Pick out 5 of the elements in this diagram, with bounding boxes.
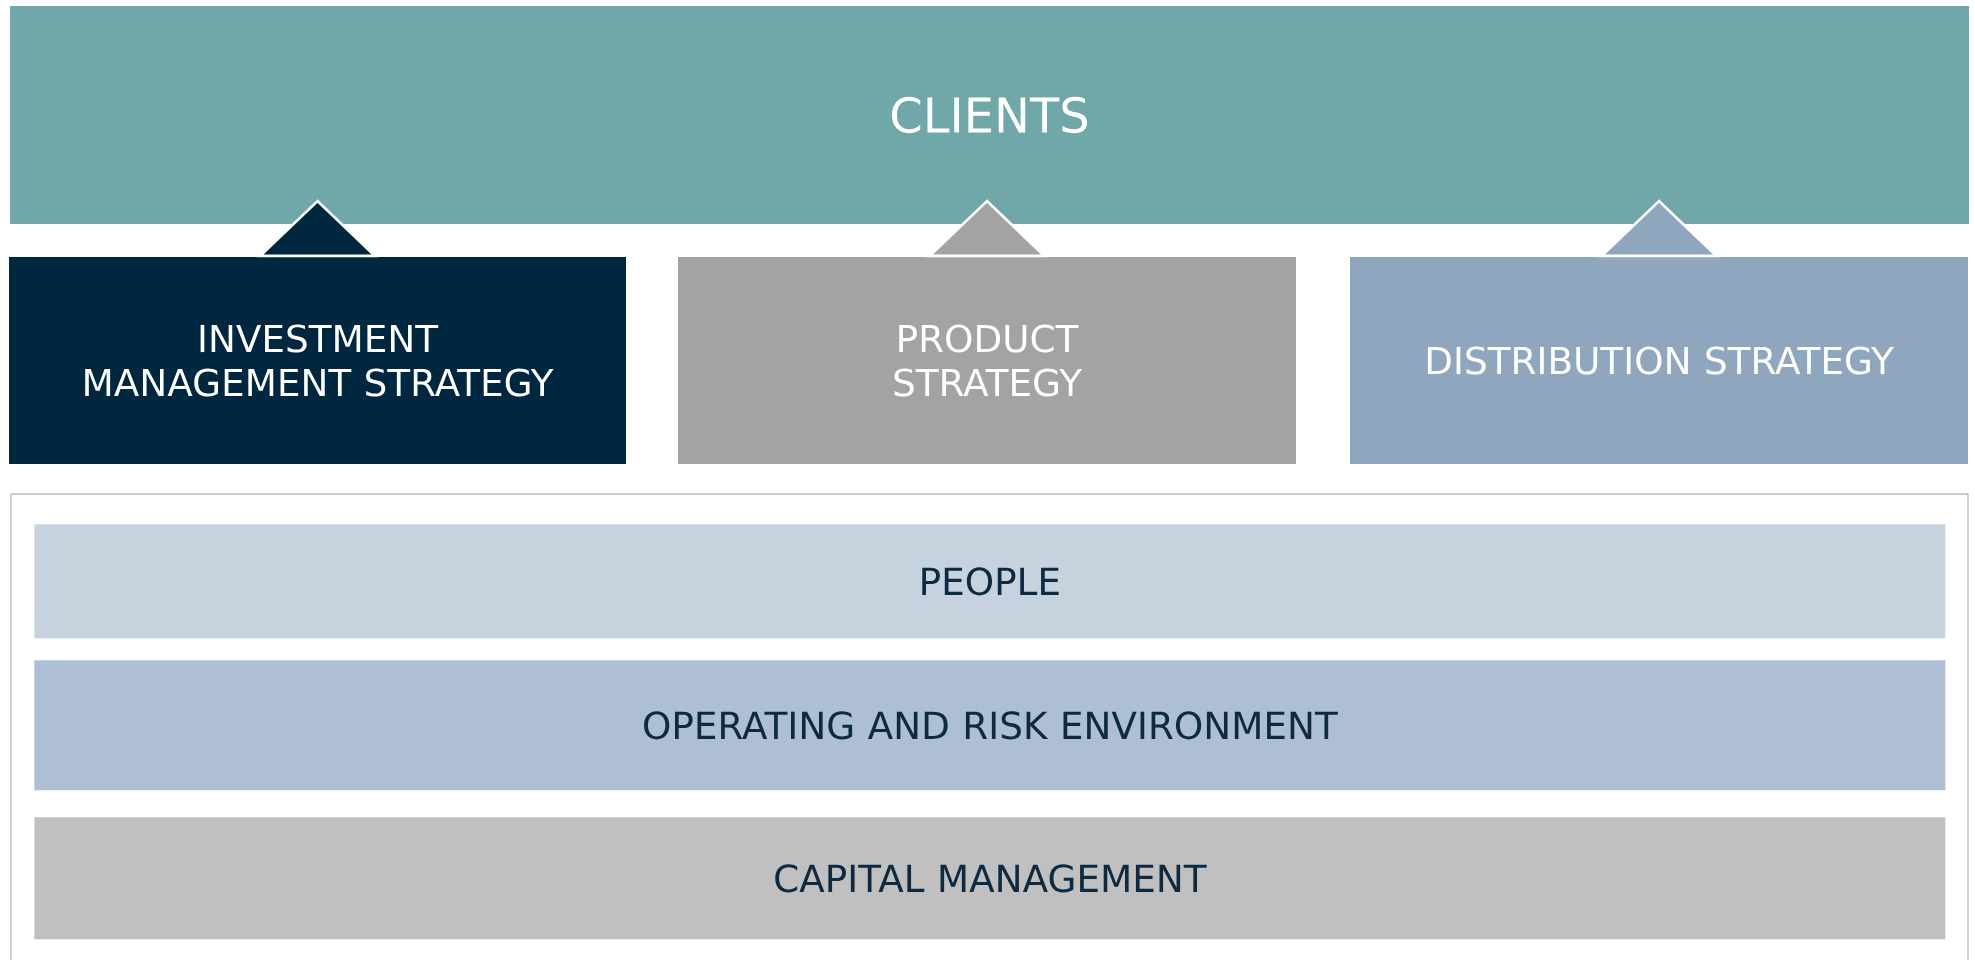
foundation-band: PEOPLE — [34, 524, 1946, 639]
panel-frame — [10, 493, 1969, 960]
clients-band: CLIENTS — [10, 6, 1969, 224]
foundation-band: CAPITAL MANAGEMENT — [34, 817, 1946, 940]
foundation-band: OPERATING AND RISK ENVIRONMENT — [34, 660, 1946, 791]
